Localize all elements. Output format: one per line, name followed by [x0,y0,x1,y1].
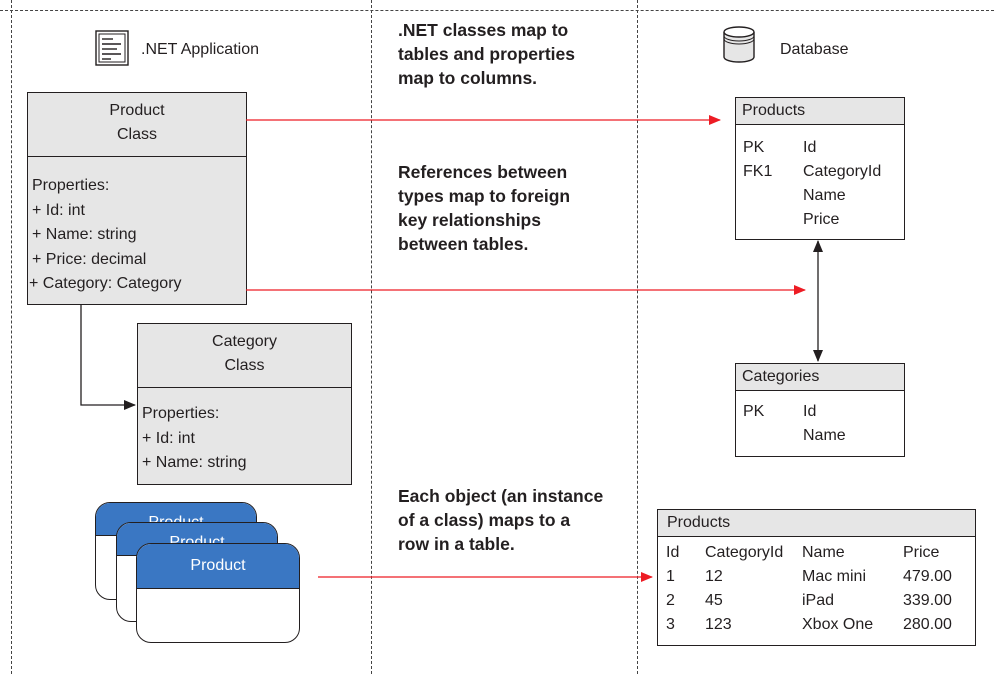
column-header: CategoryId [705,544,784,561]
column-header: Id [666,544,680,561]
column-name: Id [803,139,817,156]
cell-id: 1 [666,568,675,585]
schema-row: PK Id [736,400,904,424]
data-row: 2 45 iPad 339.00 [658,589,975,613]
products-data-table: Products Id CategoryId Name Price 1 12 M… [657,509,976,646]
category-class-box: Category Class Properties: + Id: int + N… [137,323,352,485]
app-heading: .NET Application [141,41,259,58]
property-line: + Category: Category [29,275,182,292]
cell-price: 280.00 [903,616,952,633]
database-heading: Database [780,41,849,58]
cell-id: 3 [666,616,675,633]
schema-row: PK Id [736,136,904,160]
note-line: of a class) maps to a [398,510,571,530]
column-header: Name [802,544,845,561]
schema-row: FK1 CategoryId [736,160,904,184]
products-data-name: Products [658,510,975,537]
note-line: between tables. [398,234,529,254]
cell-id: 2 [666,592,675,609]
property-line: + Name: string [142,454,247,471]
column-header: Price [903,544,940,561]
cell-name: iPad [802,592,835,609]
document-icon [95,30,131,73]
category-class-title: Category Class [138,324,351,388]
column-name: Name [803,187,846,204]
product-class-title: Product Class [28,93,246,157]
cell-category-id: 12 [705,568,723,585]
note-line: .NET classes map to [398,20,569,40]
data-row: 3 123 Xbox One 280.00 [658,613,975,637]
category-reference-connector [80,304,136,410]
schema-row: Name [736,184,904,208]
column-name: Id [803,403,817,420]
category-class-properties: Properties: + Id: int + Name: string [138,388,351,476]
column-divider-right [637,0,638,674]
category-class-stereotype: Class [224,357,265,374]
object-header: Product [137,544,299,589]
data-header-row: Id CategoryId Name Price [658,541,975,565]
note-line: tables and properties [398,44,575,64]
product-class-name: Product [109,102,165,119]
key-marker: FK1 [743,163,773,180]
cell-name: Xbox One [802,616,874,633]
note-line: References between [398,162,568,182]
note-references: References between types map to foreign … [398,160,570,256]
column-divider-left [371,0,372,674]
note-line: row in a table. [398,534,515,554]
note-line: map to columns. [398,68,538,88]
data-row: 1 12 Mac mini 479.00 [658,565,975,589]
cell-price: 479.00 [903,568,952,585]
key-marker: PK [743,139,765,156]
products-table-schema: Products PK Id FK1 CategoryId Name Price [735,97,905,240]
property-line: + Price: decimal [32,250,147,268]
key-marker: PK [743,403,765,420]
cell-category-id: 123 [705,616,732,633]
property-line: + Name: string [32,226,137,243]
product-object-front: Product [136,543,300,643]
note-objects-to-rows: Each object (an instance of a class) map… [398,484,603,556]
left-border-dashed [11,0,12,674]
property-line: Properties: [32,177,110,194]
schema-row: Name [736,424,904,448]
products-table-name: Products [736,98,904,125]
product-class-stereotype: Class [116,126,157,143]
top-border-dashed [0,10,994,11]
property-line: + Id: int [142,429,195,447]
note-line: key relationships [398,210,541,230]
column-name: Price [803,211,840,228]
schema-row: Price [736,208,904,232]
cell-category-id: 45 [705,592,723,609]
cell-price: 339.00 [903,592,952,609]
products-data-grid: Id CategoryId Name Price 1 12 Mac mini 4… [658,537,975,637]
categories-table-name: Categories [736,364,904,391]
product-class-box: Product Class Properties: + Id: int + Na… [27,92,247,305]
note-line: Each object (an instance [398,486,604,506]
categories-table-columns: PK Id Name [736,391,904,448]
product-class-properties: Properties: + Id: int + Name: string + P… [28,157,246,297]
column-name: CategoryId [803,163,882,180]
database-icon [722,25,756,70]
note-classes-to-tables: .NET classes map to tables and propertie… [398,18,575,90]
note-line: types map to foreign [398,186,571,206]
property-line: Properties: [142,405,220,422]
categories-table-schema: Categories PK Id Name [735,363,905,457]
cell-name: Mac mini [802,568,867,585]
property-line: + Id: int [32,201,85,219]
category-class-name: Category [212,333,277,350]
products-table-columns: PK Id FK1 CategoryId Name Price [736,125,904,232]
column-name: Name [803,427,846,444]
